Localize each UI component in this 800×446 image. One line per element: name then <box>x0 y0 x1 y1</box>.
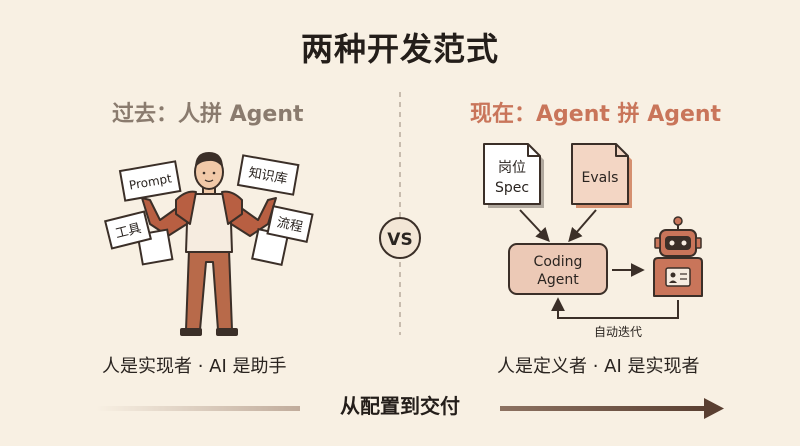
vs-badge: VS <box>379 217 421 259</box>
knowledge-card-label: 知识库 <box>247 165 288 188</box>
iteration-loop-arrow <box>551 297 679 319</box>
spec-to-agent-arrow <box>519 209 550 243</box>
knowledge-card: 知识库 <box>236 154 300 196</box>
workflow-card: 流程 <box>251 204 314 266</box>
bottom-label: 从配置到交付 <box>300 390 500 419</box>
vs-label: VS <box>387 230 412 250</box>
page-title: 两种开发范式 <box>300 30 499 68</box>
robot-icon <box>653 216 703 297</box>
present-caption: 人是定义者 · AI 是实现者 <box>497 356 700 377</box>
document-icon <box>571 143 629 205</box>
spec-doc-line1: 岗位 <box>498 160 526 176</box>
spec-doc-line2: Spec <box>495 180 529 196</box>
tools-card-label: 工具 <box>114 221 143 242</box>
evals-document: Evals <box>571 143 632 208</box>
coding-agent-line2: Agent <box>537 272 579 288</box>
coding-agent-box: Coding Agent <box>508 243 608 295</box>
past-caption: 人是实现者 · AI 是助手 <box>102 356 287 377</box>
workflow-card-label: 流程 <box>275 215 304 235</box>
spec-document: 岗位 Spec <box>483 143 544 208</box>
loop-label: 自动迭代 <box>594 325 642 339</box>
present-heading: 现在：Agent 拼 Agent <box>470 102 722 127</box>
tools-card: 工具 <box>103 210 174 266</box>
evals-doc-label: Evals <box>582 170 619 186</box>
coding-agent-line1: Coding <box>534 254 583 270</box>
prompt-card: Prompt <box>118 160 182 202</box>
evals-to-agent-arrow <box>568 209 597 243</box>
past-heading: 过去：人拼 Agent <box>112 102 304 127</box>
